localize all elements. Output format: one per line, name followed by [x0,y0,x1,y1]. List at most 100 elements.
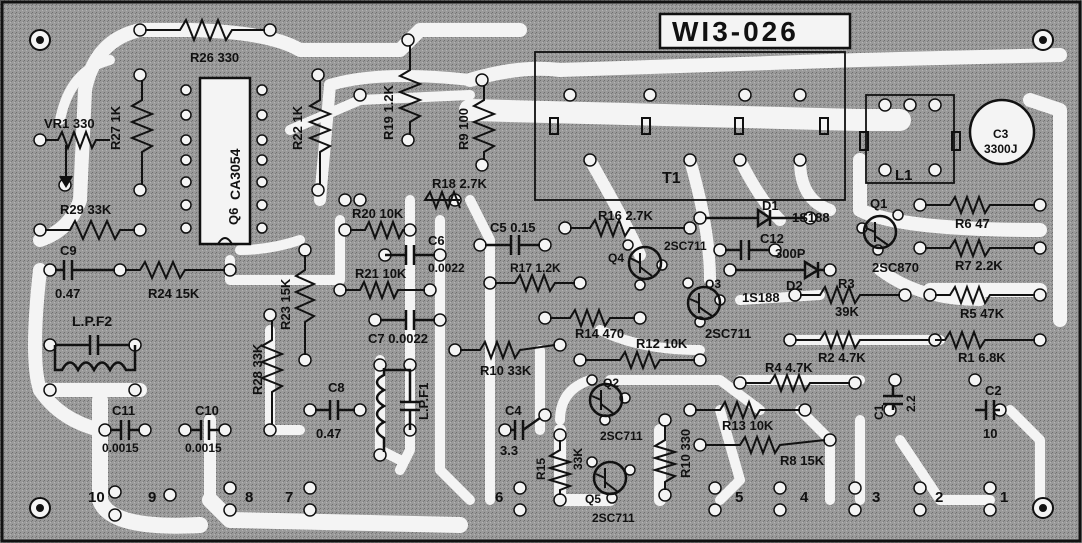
resistor-r5 [935,284,1035,306]
mounting-holes [29,29,1054,519]
resistor-r17 [495,272,575,294]
resistor-r12 [585,349,695,371]
label-r23: R23 15K [278,278,293,330]
pin-4-label: 4 [800,489,809,506]
label-r2: R2 4.7K [818,350,866,365]
labels: WI3-026 R26 330 R27 1K R22 1K R19 1.2K R… [44,16,1017,525]
pin-3-label: 3 [872,489,880,506]
transistor-q4-outline [627,245,663,281]
label-q5-part: 2SC711 [592,511,635,525]
resistor-r26 [145,17,265,43]
label-q4-part: 2SC711 [664,239,707,253]
pin-8-label: 8 [245,489,253,506]
resistor-r16 [570,217,685,239]
label-q1-part: 2SC870 [872,260,919,275]
label-r27: R27 1K [108,105,123,150]
resistor-r14 [550,307,635,329]
label-c6: C6 [428,233,445,248]
resistor-r21 [345,279,425,301]
resistor-r6 [925,194,1035,216]
diode-d1 [705,207,805,229]
label-c8: C8 [328,380,345,395]
capacitor-c2 [975,400,1000,420]
capacitor-c4 [510,416,541,440]
label-r17: R17 1.2K [510,261,561,275]
resistor-r29 [45,218,135,242]
label-q2: Q2 [603,376,619,390]
pin-9-label: 9 [148,489,156,506]
label-lpf2: L.P.F2 [72,313,112,329]
diode-d2 [735,259,825,281]
pin-2-label: 2 [935,489,943,506]
pin-5-label: 5 [735,489,743,506]
label-c7: C7 0.0022 [368,331,428,346]
label-r8: R8 15K [780,453,825,468]
label-r5: R5 47K [960,306,1005,321]
label-r28: R28 33K [250,343,265,395]
label-c12-value: 300P [775,246,806,261]
lpf2-inductor [53,345,137,373]
title-box [658,12,852,50]
label-c3: C3 [993,127,1009,141]
label-q4: Q4 [608,251,624,265]
label-r24: R24 15K [148,286,200,301]
capacitor-c6 [385,245,435,265]
transistor-q1-outline [862,214,898,250]
label-d2: D2 [786,278,803,293]
resistor-r3 [800,284,900,306]
capacitor-c3-outline [968,98,1036,166]
label-r9: R9 100 [456,108,471,150]
resistor-r18 [423,189,461,211]
resistor-r19 [397,45,423,135]
resistor-r24 [125,259,225,281]
label-c1-value: 2.2 [904,395,918,412]
label-c10-value: 0.0015 [185,441,222,455]
lpf1-inductor [375,368,387,452]
label-q6: Q6 [226,208,241,225]
vr1-trimmer [45,129,110,151]
lpf2-capacitor [55,335,130,355]
resistor-r27 [129,80,155,185]
label-lpf1: L.P.F1 [416,383,431,420]
label-d1-part: 1S188 [792,210,830,225]
label-r10: R10 33K [480,363,532,378]
label-q3: Q3 [705,277,721,291]
resistor-r4 [745,372,850,394]
label-r4: R4 4.7K [765,360,813,375]
pin-10-label: 10 [88,489,105,506]
label-q3-part: 2SC711 [705,326,751,341]
label-q5: Q5 [585,492,601,506]
label-r13: R13 10K [722,418,774,433]
resistor-r23 [293,255,317,355]
resistor-r15 [546,440,574,495]
label-r12: R12 10K [636,336,688,351]
label-c1: C1 [872,404,886,420]
capacitor-c9 [55,260,115,280]
capacitor-c7 [380,310,435,330]
label-c2-value: 10 [983,426,997,441]
pin-6-label: 6 [495,489,503,506]
label-c12: C12 [760,231,784,246]
label-c11-value: 0.0015 [102,441,139,455]
resistor-r10 [460,339,556,361]
label-r29: R29 33K [60,202,112,217]
label-r22: R22 1K [290,105,305,150]
label-r10b: R10 330 [678,429,693,478]
label-r7: R7 2.2K [955,258,1003,273]
label-c6-value: 0.0022 [428,261,465,275]
board-id-title: WI3-026 [672,16,799,47]
capacitor-c5 [485,235,540,255]
label-r6: R6 47 [955,216,990,231]
label-c9-value: 0.47 [55,286,80,301]
label-c8-value: 0.47 [316,426,341,441]
resistor-r22 [307,80,333,185]
label-c4: C4 [505,403,522,418]
label-c2: C2 [985,383,1002,398]
label-r15-value: 33K [571,448,585,470]
label-r15: R15 [534,458,548,480]
label-t1: T1 [662,170,681,187]
label-c9: C9 [60,243,77,258]
